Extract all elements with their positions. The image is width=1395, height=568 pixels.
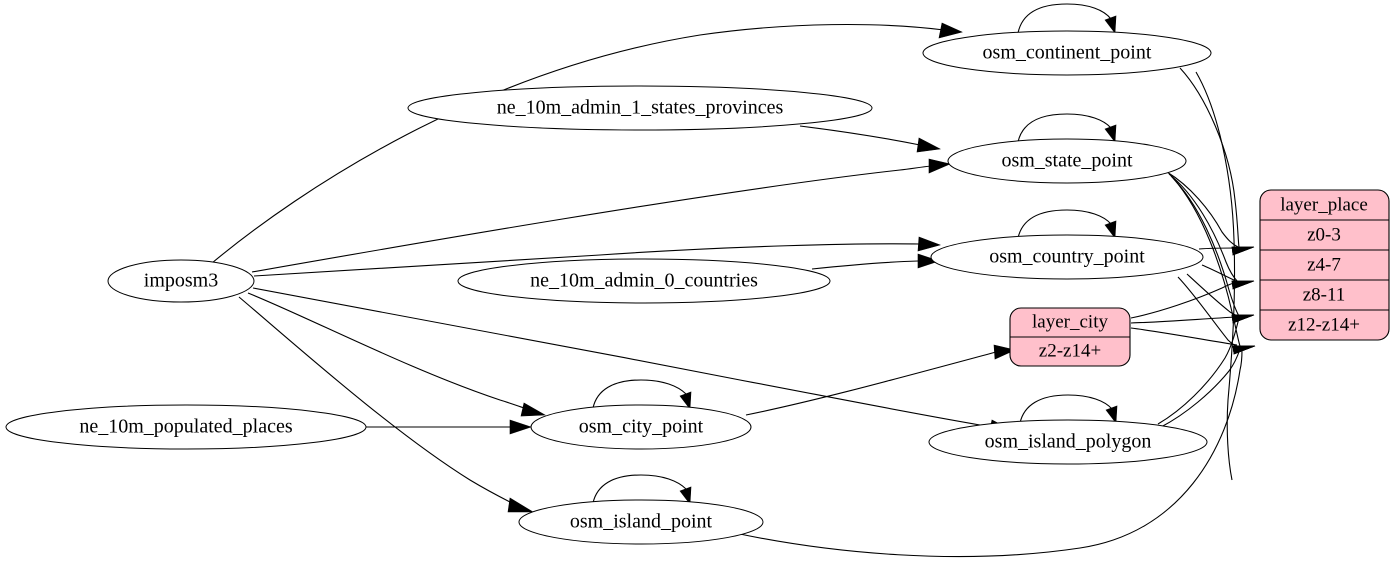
- edge-self-loop-osm-island-point: [592, 474, 692, 505]
- node-layer-place-row-z0-3-label: z0-3: [1307, 224, 1341, 245]
- node-layer-place-row-z12-z14-label: z12-z14+: [1288, 314, 1360, 335]
- node-osm-country-point[interactable]: osm_country_point: [930, 234, 1204, 280]
- node-osm-state-point[interactable]: osm_state_point: [947, 138, 1187, 184]
- node-osm-island-point-label: osm_island_point: [570, 511, 713, 533]
- node-osm-city-point[interactable]: osm_city_point: [530, 404, 752, 450]
- edge-imposm3-to-osm-city-point: [247, 292, 547, 417]
- edge-imposm3-to-osm-continent-point: [211, 22, 963, 264]
- edge-imposm3-to-osm-state-point: [251, 158, 951, 273]
- node-ne-populated-label: ne_10m_populated_places: [79, 416, 292, 438]
- node-osm-continent-point[interactable]: osm_continent_point: [922, 30, 1212, 76]
- node-layer-city[interactable]: layer_city z2-z14+: [1009, 307, 1131, 367]
- edge-self-loop-osm-city-point: [592, 379, 692, 410]
- node-osm-city-point-label: osm_city_point: [579, 416, 704, 438]
- node-osm-island-polygon[interactable]: osm_island_polygon: [928, 419, 1208, 465]
- edge-imposm3-to-osm-country-point: [253, 236, 941, 277]
- edge-osm-island-polygon-to-layer-place-z8-11: [1157, 314, 1255, 425]
- edge-osm-island-polygon-to-layer-place-z12-z14: [1160, 345, 1256, 428]
- record-node-layer: layer_city z2-z14+ layer_place z0-3 z4-7…: [1009, 189, 1390, 367]
- edge-layer: [211, 3, 1256, 558]
- edge-osm-continent-point-descending-spline: [1195, 71, 1236, 481]
- edge-ne-countries-to-osm-country-point: [811, 253, 940, 270]
- edge-osm-state-point-to-layer-place-z4-7: [1168, 173, 1255, 290]
- node-imposm3-label: imposm3: [144, 270, 218, 292]
- edge-ne-populated-to-osm-city-point: [366, 419, 532, 435]
- edge-osm-continent-point-to-layer-place-z0-3: [1179, 67, 1255, 256]
- edge-self-loop-osm-state-point: [1017, 113, 1117, 143]
- edge-self-loop-osm-country-point: [1017, 209, 1117, 239]
- edge-ne-states-to-osm-state-point: [799, 125, 941, 153]
- node-layer-city-row-z2-z14-label: z2-z14+: [1039, 340, 1101, 361]
- edge-imposm3-to-osm-island-point: [238, 296, 535, 513]
- node-osm-country-point-label: osm_country_point: [989, 246, 1145, 268]
- node-osm-state-point-label: osm_state_point: [1001, 150, 1133, 172]
- edge-osm-city-point-to-layer-city: [745, 344, 1016, 416]
- edge-osm-island-point-to-layer-place-z12-z14: [734, 345, 1256, 558]
- node-imposm3[interactable]: imposm3: [107, 259, 255, 303]
- node-ne-10m-populated-places[interactable]: ne_10m_populated_places: [5, 404, 367, 450]
- node-ne-states-label: ne_10m_admin_1_states_provinces: [497, 97, 784, 119]
- node-ne-countries-label: ne_10m_admin_0_countries: [530, 270, 758, 292]
- node-layer-place[interactable]: layer_place z0-3 z4-7 z8-11 z12-z14+: [1259, 189, 1390, 341]
- node-osm-island-point[interactable]: osm_island_point: [518, 499, 764, 545]
- node-layer-place-header-label: layer_place: [1280, 194, 1368, 215]
- node-osm-island-polygon-label: osm_island_polygon: [985, 431, 1152, 453]
- edge-osm-country-point-to-layer-place-z0-3: [1198, 246, 1255, 256]
- edge-self-loop-osm-island-polygon: [1019, 394, 1118, 424]
- edge-layer-city-to-layer-place-z4-7: [1130, 280, 1255, 319]
- node-layer-place-row-z4-7-label: z4-7: [1307, 254, 1341, 275]
- node-ne-10m-admin-1-states-provinces[interactable]: ne_10m_admin_1_states_provinces: [407, 85, 873, 131]
- node-layer: imposm3 ne_10m_admin_1_states_provinces …: [5, 30, 1212, 545]
- edge-self-loop-osm-continent-point: [1017, 3, 1117, 34]
- node-osm-continent-point-label: osm_continent_point: [983, 42, 1152, 64]
- node-ne-10m-admin-0-countries[interactable]: ne_10m_admin_0_countries: [457, 258, 831, 304]
- node-layer-place-row-z8-11-label: z8-11: [1303, 284, 1346, 305]
- node-layer-city-header-label: layer_city: [1032, 311, 1108, 332]
